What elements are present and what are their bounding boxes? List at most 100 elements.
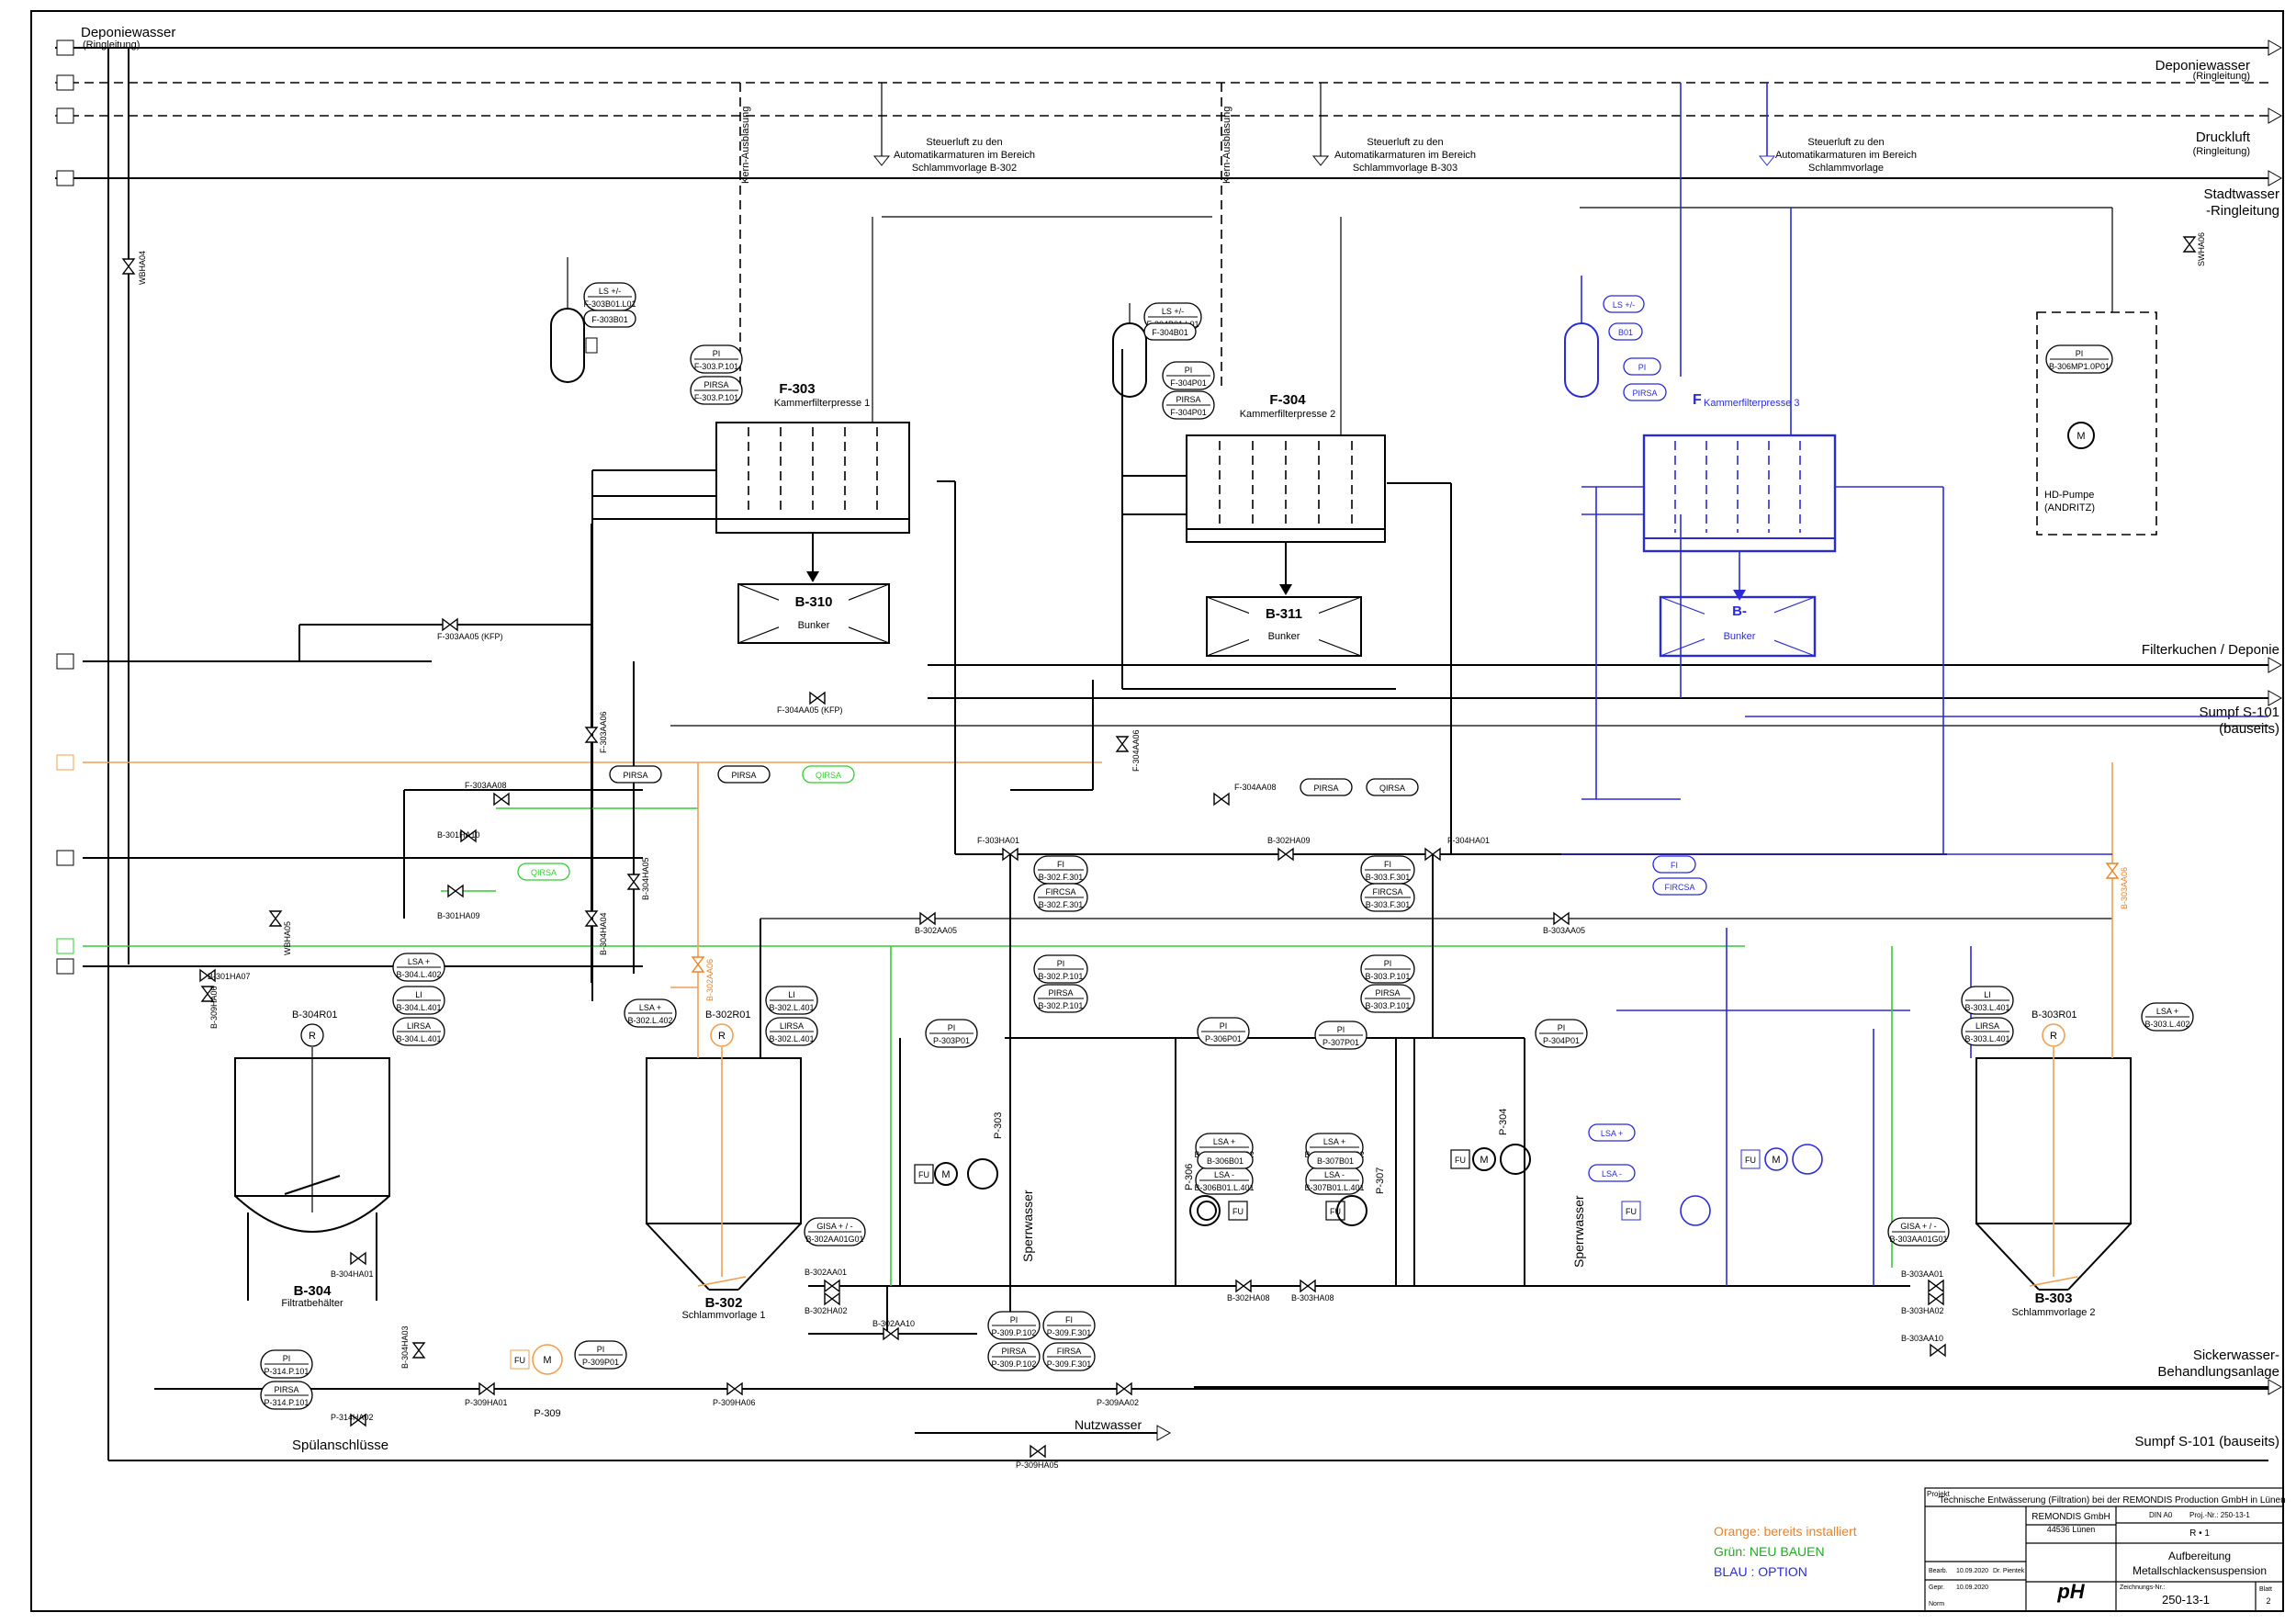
f303-name: Kammerfilterpresse 1 bbox=[774, 398, 871, 409]
steuerluft2-line1: Steuerluft zu den bbox=[1367, 137, 1443, 148]
instrument-text: PIRSA bbox=[1313, 784, 1338, 793]
legend-blue: BLAU : OPTION bbox=[1714, 1564, 1807, 1579]
instrument-text: F-303B01.L01 bbox=[583, 299, 636, 309]
b302-name: Schlammvorlage 1 bbox=[681, 1310, 765, 1321]
steuerluft3-line3: Schlammvorlage bbox=[1808, 163, 1884, 174]
b302r01-label: B-302R01 bbox=[705, 1009, 751, 1021]
spuelanschluesse-label: Spülanschlüsse bbox=[292, 1438, 388, 1453]
valve-b303ha02: B-303HA02 bbox=[1901, 1291, 1944, 1315]
instrument-text: LSA - bbox=[1214, 1170, 1234, 1179]
valve-label: B-303AA01 bbox=[1901, 1269, 1943, 1279]
valve-p309aa02: P-309AA02 bbox=[1097, 1382, 1139, 1407]
instrument-text: QIRSA bbox=[1379, 784, 1405, 793]
instrument-text: P-309.F.301 bbox=[1047, 1359, 1092, 1369]
instrument-text: B-302.P.101 bbox=[1039, 1001, 1084, 1010]
instrument-text: FI bbox=[1057, 860, 1064, 869]
title-block bbox=[1924, 1487, 2284, 1612]
b311-tag: B-311 bbox=[1266, 606, 1302, 622]
instrument-text: LIRSA bbox=[780, 1021, 804, 1031]
tb-blatt-label: Blatt bbox=[2259, 1586, 2272, 1593]
p303-label: P-303 bbox=[993, 1112, 1004, 1139]
instrument-pi-p303: PIP-303P01 bbox=[925, 1019, 978, 1048]
instrument-lsa-303: LSA +B-303.L.402 bbox=[2141, 1002, 2194, 1032]
fu-p307: FU bbox=[1330, 1207, 1341, 1216]
p304-motor-letter: M bbox=[1480, 1155, 1488, 1166]
sumpf1-label: Sumpf S-101 bbox=[2199, 705, 2279, 720]
fu-pb: FU bbox=[1745, 1156, 1756, 1165]
left-main-pipes bbox=[56, 48, 2268, 1461]
tb-format: DIN A0 bbox=[2149, 1511, 2173, 1519]
instrument-text: LI bbox=[415, 990, 422, 999]
instrument-text: LSA + bbox=[408, 957, 430, 966]
instrument-pirsa2: PIRSA bbox=[717, 765, 771, 784]
instrument-text: FI bbox=[1065, 1315, 1073, 1325]
p309-label: P-309 bbox=[534, 1408, 560, 1419]
valve-label: B-303HA08 bbox=[1291, 1293, 1334, 1303]
tank-b303 bbox=[1975, 1023, 2132, 1291]
instrument-text: B-303.L.401 bbox=[1964, 1034, 2009, 1043]
valve-b303aa05: B-303AA05 bbox=[1543, 911, 1585, 935]
instrument-text: P-303P01 bbox=[933, 1036, 970, 1045]
instrument-pi-f304: PIF-304P01 bbox=[1162, 361, 1215, 390]
valve-p314ha02: P-314HA02 bbox=[331, 1413, 374, 1427]
f303-tag: F-303 bbox=[779, 381, 815, 397]
valve-label: B-301HA09 bbox=[437, 911, 480, 920]
instrument-text: B-302.F.301 bbox=[1039, 873, 1084, 882]
valve-label: B-304HA05 bbox=[641, 857, 650, 900]
b303-tag: B-303 bbox=[2035, 1291, 2073, 1306]
instrument-text: P-307P01 bbox=[1322, 1038, 1359, 1047]
tb-title1: Aufbereitung bbox=[2168, 1550, 2231, 1562]
instrument-text: B-302.F.301 bbox=[1039, 900, 1084, 909]
valve-label: B-303AA06 bbox=[2120, 867, 2129, 909]
instrument-lsa-307l: LSA -B-307B01.L.401 bbox=[1304, 1166, 1365, 1195]
nutzwasser-label: Nutzwasser bbox=[1075, 1417, 1142, 1432]
instrument-text: B-306B01 bbox=[1207, 1156, 1244, 1166]
f304-tag: F-304 bbox=[1269, 392, 1306, 408]
filterkuchen-label: Filterkuchen / Deponie bbox=[2142, 642, 2279, 658]
b304-tag: B-304 bbox=[294, 1283, 332, 1299]
steuerluft1-line1: Steuerluft zu den bbox=[926, 137, 1002, 148]
instrument-text: PI bbox=[713, 349, 721, 358]
instrument-text: PIRSA bbox=[1632, 389, 1657, 398]
valve-f303aa08: F-303AA08 bbox=[465, 781, 510, 806]
instrument-text: B-303.P.101 bbox=[1366, 972, 1411, 981]
f3-tag: F bbox=[1693, 392, 1702, 408]
p309-motor-letter: M bbox=[543, 1355, 551, 1366]
instrument-text: PI bbox=[1185, 366, 1193, 375]
p303-motor-letter: M bbox=[941, 1169, 950, 1180]
instrument-text: B-306MP1.0P01 bbox=[2049, 362, 2110, 371]
instrument-pi-p307: PIP-307P01 bbox=[1314, 1021, 1367, 1050]
instrument-text: B-307B01 bbox=[1317, 1156, 1354, 1166]
bunker-b310 bbox=[737, 583, 890, 644]
instrument-text: PIRSA bbox=[1001, 1347, 1026, 1356]
fu-p306: FU bbox=[1232, 1207, 1244, 1216]
instrument-pi-p304: PIP-304P01 bbox=[1535, 1019, 1588, 1048]
instrument-text: PI bbox=[597, 1345, 605, 1354]
tb-rev: R • 1 bbox=[2189, 1528, 2210, 1539]
valve-b303aa06: B-303AA06 bbox=[2105, 863, 2129, 909]
fu-pb2: FU bbox=[1626, 1207, 1637, 1216]
instrument-text: QIRSA bbox=[816, 771, 841, 780]
valve-label: B-303AA05 bbox=[1543, 926, 1585, 935]
instrument-text: P-306P01 bbox=[1205, 1034, 1242, 1043]
valve-b302ha08: B-302HA08 bbox=[1227, 1279, 1270, 1303]
valve-f303aa05: F-303AA05 (KFP) bbox=[437, 617, 503, 641]
valve-b304ha04: B-304HA04 bbox=[584, 910, 608, 955]
instrument-text: PI bbox=[283, 1354, 291, 1363]
instrument-text: FIRCSA bbox=[1045, 887, 1075, 897]
instrument-text: P-309.P.102 bbox=[992, 1328, 1037, 1337]
instrument-text: PIRSA bbox=[1176, 395, 1200, 404]
instrument-fi-p309: FIP-309.F.301 bbox=[1042, 1311, 1096, 1340]
filter-press-f3 bbox=[1580, 207, 2112, 854]
instrument-text: LSA + bbox=[1601, 1129, 1623, 1138]
instrument-text: B-307B01.L.401 bbox=[1304, 1183, 1364, 1192]
instrument-f304b01: F-304B01 bbox=[1143, 322, 1197, 341]
instrument-qirsa2: QIRSA bbox=[517, 863, 570, 881]
tank-b304 bbox=[234, 1023, 390, 1301]
instrument-ls-b01: LS +/- bbox=[1603, 295, 1645, 313]
instrument-text: PI bbox=[1220, 1021, 1228, 1031]
